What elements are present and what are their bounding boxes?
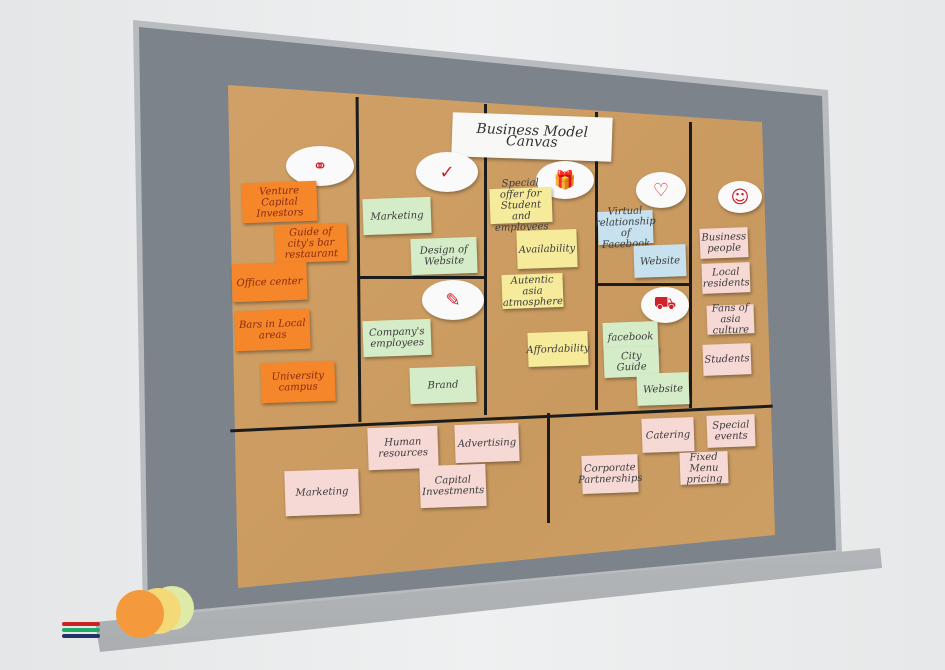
green-marker[interactable] xyxy=(62,628,100,632)
sticky-note[interactable]: Guide of city's bar restaurant xyxy=(274,222,348,264)
divider-line xyxy=(595,112,598,410)
sticky-note[interactable]: Company's employees xyxy=(362,318,432,358)
sticky-note[interactable]: Local residents xyxy=(701,262,751,294)
sticky-note[interactable]: Brand xyxy=(409,365,477,405)
canvas-title-card: Business Model Canvas xyxy=(451,112,613,162)
sticky-note[interactable]: Fixed Menu pricing xyxy=(679,451,729,485)
blue-marker[interactable] xyxy=(62,634,100,638)
sticky-note[interactable]: Catering xyxy=(641,417,695,453)
sticky-note[interactable]: Human resources xyxy=(367,425,439,471)
sticky-note[interactable]: Marketing xyxy=(284,468,360,517)
sticky-note[interactable]: Autentic asia atmosphere xyxy=(501,272,564,310)
sticky-note[interactable]: Bars in Local areas xyxy=(234,308,311,352)
sticky-note[interactable]: Virtual relationship of Facebook xyxy=(594,204,656,251)
sticky-note[interactable]: Design of Website xyxy=(410,236,478,276)
sticky-note[interactable]: Availability xyxy=(516,228,578,270)
sticky-note[interactable]: Office center xyxy=(231,261,308,303)
sticky-note[interactable]: Business people xyxy=(699,227,749,259)
sticky-note[interactable]: Venture Capital Investors xyxy=(241,180,318,224)
sticky-note[interactable]: Website xyxy=(633,244,687,278)
orange-magnet-disc[interactable] xyxy=(116,590,164,638)
divider-line xyxy=(547,413,550,523)
sticky-note[interactable]: Marketing xyxy=(362,196,432,236)
sticky-note[interactable]: Capital Investments xyxy=(419,463,487,509)
person-desk-icon: ✎ xyxy=(422,280,484,320)
sticky-note[interactable]: University campus xyxy=(260,360,336,404)
sticky-note[interactable]: Fans of asia culture xyxy=(706,302,755,337)
heart-icon: ♡ xyxy=(636,172,686,208)
sticky-note[interactable]: Special offer for Student and employees xyxy=(489,177,553,234)
red-marker[interactable] xyxy=(62,622,100,626)
rings-icon: ⚭ xyxy=(286,146,354,186)
sticky-note[interactable]: Affordability xyxy=(526,330,590,368)
sticky-note[interactable]: Advertising xyxy=(454,422,520,464)
face-icon: ☺ xyxy=(718,181,762,213)
truck-icon: ⛟ xyxy=(641,287,689,323)
sticky-note[interactable]: Special events xyxy=(706,414,756,448)
sticky-note[interactable]: Corporate Partnerships xyxy=(578,454,643,494)
sticky-note[interactable]: Students xyxy=(702,343,752,376)
divider-line xyxy=(484,104,487,415)
sticky-note[interactable]: Website xyxy=(636,372,690,406)
divider-line xyxy=(358,276,486,279)
divider-line xyxy=(689,122,692,408)
checklist-icon: ✓ xyxy=(416,152,478,192)
divider-line xyxy=(596,283,691,286)
